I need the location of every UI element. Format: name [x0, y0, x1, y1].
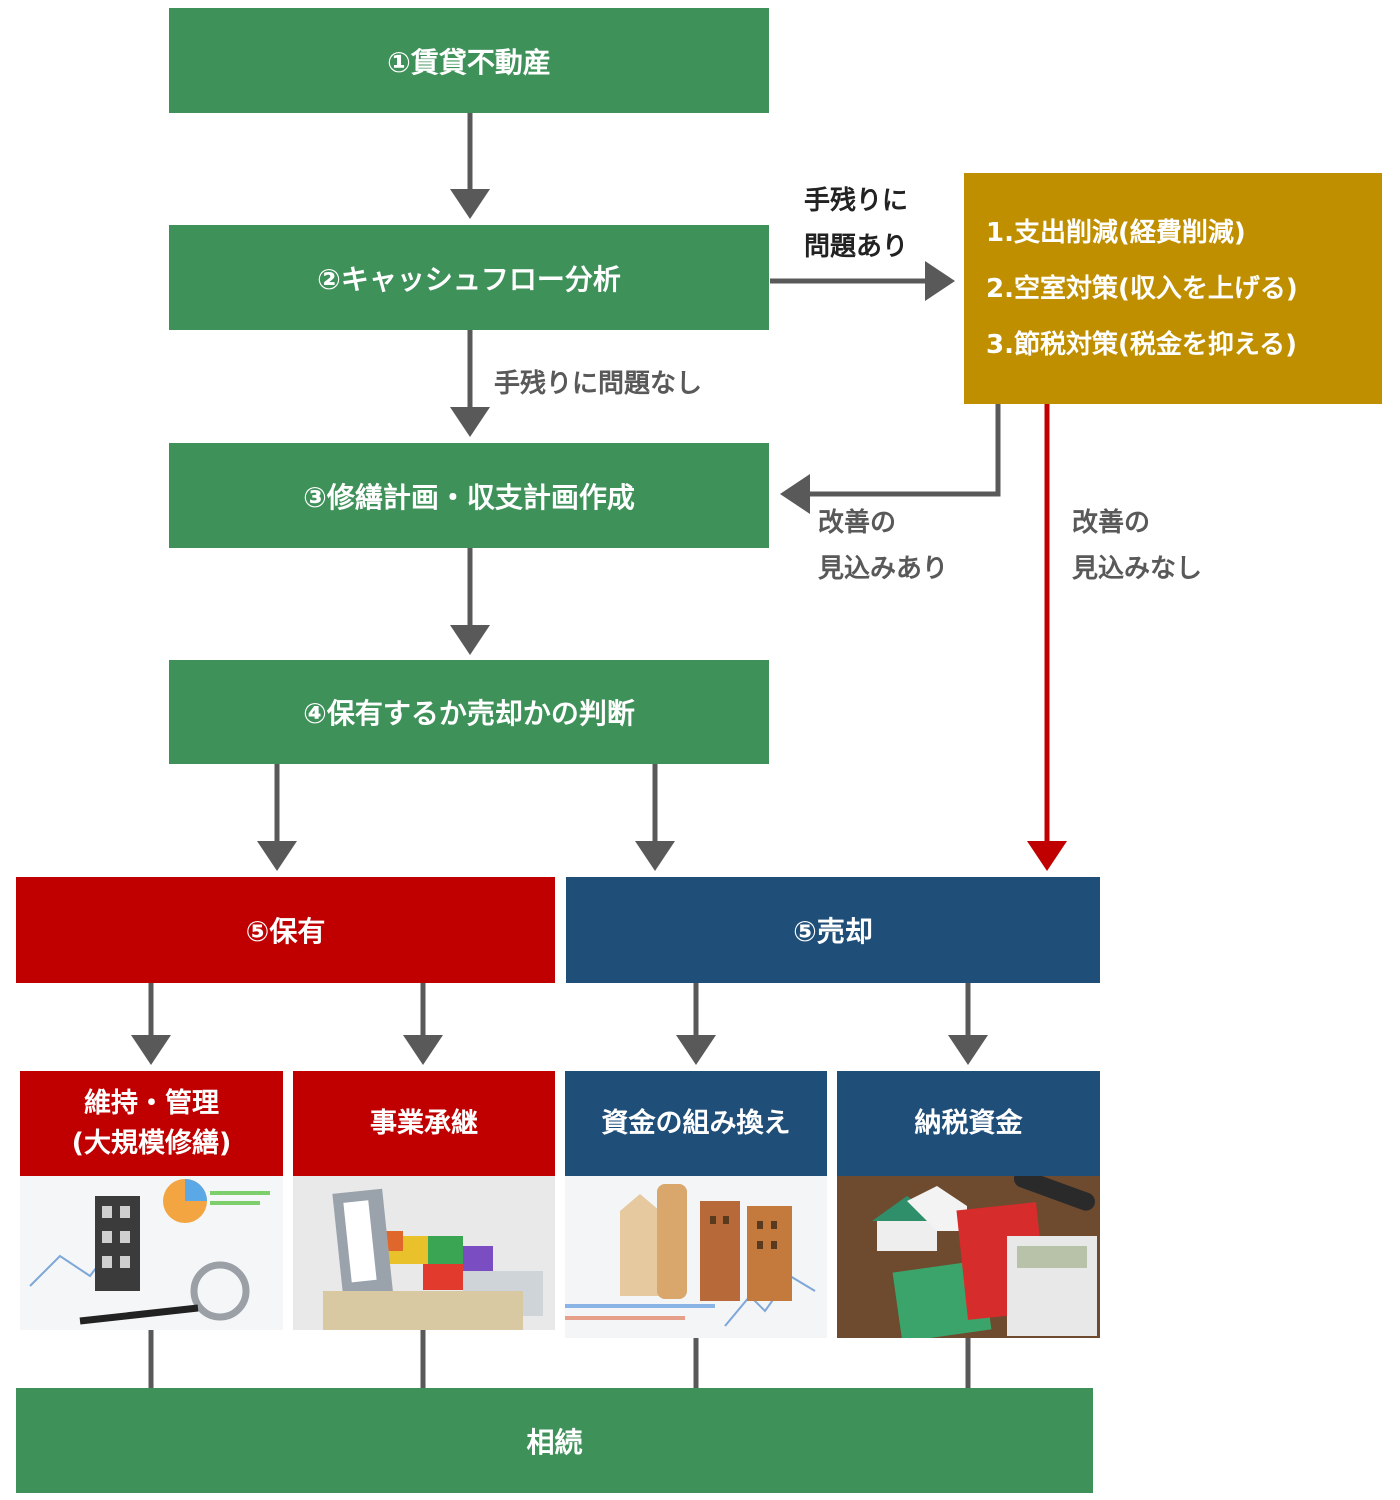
- step-rental-property: ①賃貸不動産: [169, 8, 769, 113]
- outcome-reinvest: 資金の組み換え: [565, 1071, 827, 1176]
- outcome-succession: 事業承継: [293, 1071, 555, 1176]
- outcome-tax-fund: 納税資金: [837, 1071, 1100, 1176]
- measure-cost-reduction: 1.支出削減(経費削減): [986, 217, 1246, 248]
- measure-tax-saving: 3.節税対策(税金を抑える): [986, 329, 1297, 360]
- photo-business-succession: [293, 1176, 555, 1330]
- step-label: ④保有するか売却かの判断: [303, 697, 635, 730]
- option-sell: ⑤売却: [566, 877, 1100, 983]
- step-label: ③修繕計画・収支計画作成: [303, 480, 635, 514]
- step-label: ②キャッシュフロー分析: [317, 262, 621, 296]
- label-improvement-no: 改善の 見込みなし: [1072, 508, 1203, 584]
- final-inheritance: 相続: [16, 1388, 1093, 1493]
- option-hold: ⑤保有: [16, 877, 555, 983]
- improvement-measures-box: 1.支出削減(経費削減) 2.空室対策(収入を上げる) 3.節税対策(税金を抑え…: [964, 173, 1382, 404]
- step-label: ①賃貸不動産: [387, 45, 551, 79]
- measure-vacancy: 2.空室対策(収入を上げる): [986, 273, 1298, 304]
- final-label: 相続: [526, 1425, 583, 1459]
- arrow-measures-to-3: [780, 404, 1001, 514]
- photo-building-magnifier: [20, 1176, 283, 1330]
- label-no-problem: 手残りに問題なし: [494, 369, 703, 399]
- photo-tax-calculator: [837, 1176, 1100, 1338]
- option-label: ⑤売却: [793, 915, 873, 948]
- label-improvement-yes: 改善の 見込みあり: [818, 508, 949, 584]
- step-hold-or-sell-decision: ④保有するか売却かの判断: [169, 660, 769, 764]
- photo-wooden-buildings: [565, 1176, 827, 1338]
- option-label: ⑤保有: [245, 915, 326, 948]
- outcome-maintain: 維持・管理 (大規模修繕): [20, 1071, 283, 1176]
- label-problem: 手残りに 問題あり: [804, 186, 909, 262]
- step-cashflow-analysis: ②キャッシュフロー分析: [169, 225, 769, 330]
- step-repair-budget-plan: ③修繕計画・収支計画作成: [169, 443, 769, 548]
